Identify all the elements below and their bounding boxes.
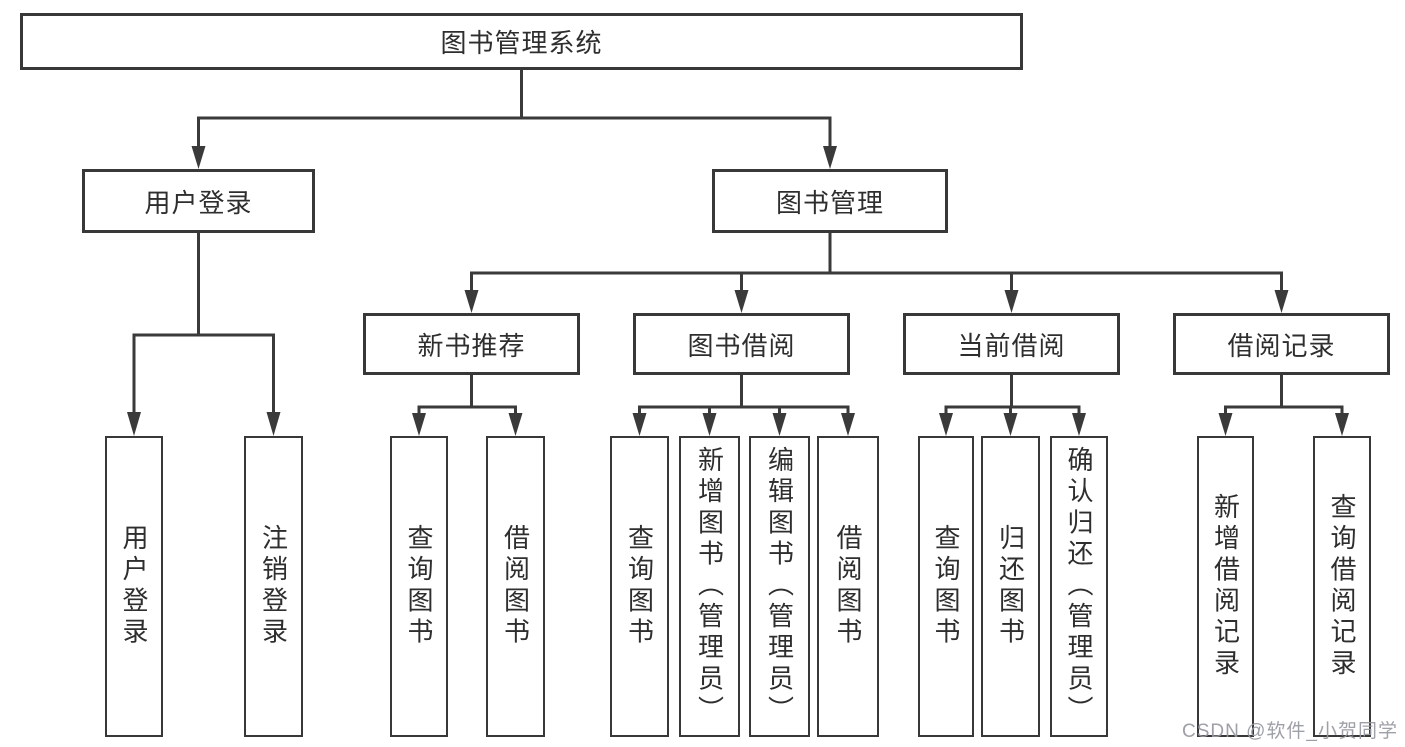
node-label: 借阅图书 xyxy=(833,524,863,649)
leaf-query-books-current: 查询图书 xyxy=(918,436,974,737)
node-label: 编辑图书（管理员） xyxy=(764,446,795,727)
node-label: 查询图书 xyxy=(404,524,434,649)
node-borrowing-records: 借阅记录 xyxy=(1173,313,1390,375)
node-label: 用户登录 xyxy=(144,187,253,218)
node-label: 确认归还（管理员） xyxy=(1064,446,1094,727)
node-label: 查询借阅记录 xyxy=(1327,492,1357,681)
leaf-edit-books-admin: 编辑图书（管理员） xyxy=(749,436,810,737)
node-label: 借阅记录 xyxy=(1227,330,1336,361)
node-label: 新书推荐 xyxy=(417,330,526,361)
leaf-query-books-borrowing: 查询图书 xyxy=(610,436,669,737)
node-label: 新增图书（管理员） xyxy=(694,446,725,727)
leaf-query-borrow-record: 查询借阅记录 xyxy=(1313,436,1371,737)
node-label: 归还图书 xyxy=(995,524,1026,649)
watermark: CSDN @软件_小贺同学 xyxy=(1182,721,1398,742)
node-label: 查询图书 xyxy=(931,524,961,649)
leaf-borrow-books-recommend: 借阅图书 xyxy=(486,436,545,737)
leaf-borrow-books: 借阅图书 xyxy=(817,436,879,737)
node-label: 新增借阅记录 xyxy=(1210,492,1241,681)
leaf-user-login: 用户登录 xyxy=(105,436,163,737)
node-label: 图书管理 xyxy=(775,187,884,218)
leaf-query-books-recommend: 查询图书 xyxy=(390,436,448,737)
leaf-return-books: 归还图书 xyxy=(981,436,1040,737)
node-label: 图书管理系统 xyxy=(440,28,603,58)
node-label: 用户登录 xyxy=(119,524,149,649)
node-label: 借阅图书 xyxy=(500,524,531,649)
node-label: 查询图书 xyxy=(624,524,655,649)
node-label: 当前借阅 xyxy=(957,330,1066,361)
node-label: 注销登录 xyxy=(258,524,289,649)
node-current-borrowing: 当前借阅 xyxy=(903,313,1120,375)
node-book-management: 图书管理 xyxy=(712,169,948,233)
leaf-logout: 注销登录 xyxy=(244,436,303,737)
node-label: 图书借阅 xyxy=(687,330,796,361)
node-new-book-recommendation: 新书推荐 xyxy=(363,313,580,375)
leaf-confirm-return-admin: 确认归还（管理员） xyxy=(1050,436,1108,737)
node-book-borrowing: 图书借阅 xyxy=(633,313,850,375)
leaf-add-books-admin: 新增图书（管理员） xyxy=(679,436,740,737)
node-user-login: 用户登录 xyxy=(82,169,315,233)
node-library-management-system: 图书管理系统 xyxy=(20,13,1023,70)
leaf-add-borrow-record: 新增借阅记录 xyxy=(1197,436,1254,737)
